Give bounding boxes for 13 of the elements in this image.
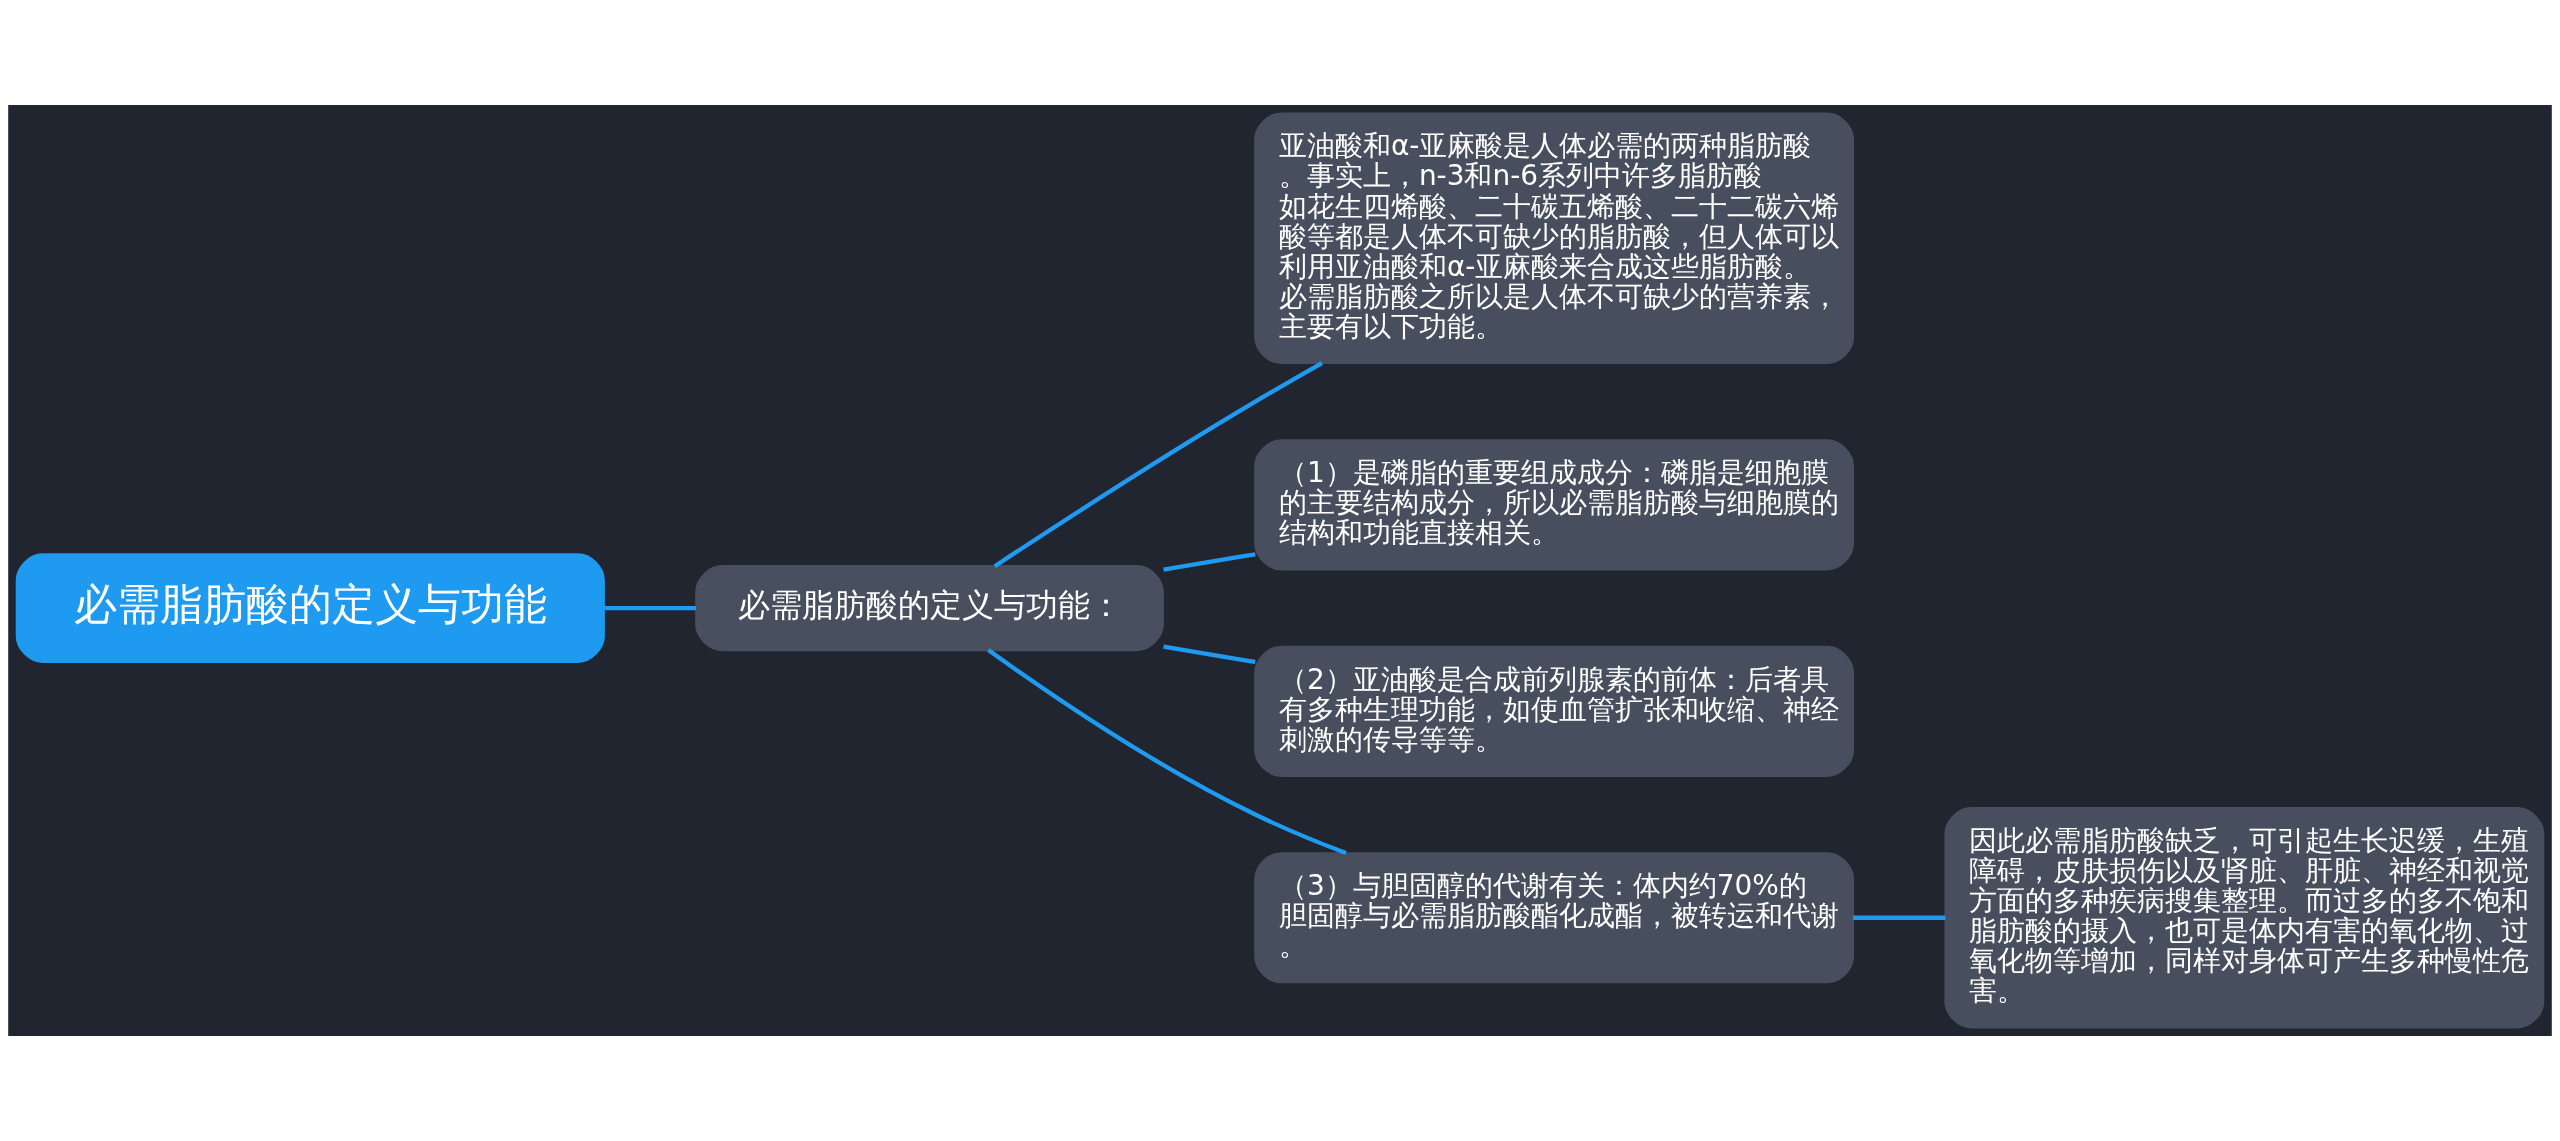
node-box: 必需脂肪酸的定义与功能 bbox=[15, 553, 605, 663]
connector bbox=[1163, 552, 1256, 572]
node-box: （2）亚油酸是合成前列腺素的前体：后者具有多种生理功能，如使血管扩张和收缩、神经刺激的传导等等。 bbox=[1254, 645, 1855, 777]
connector bbox=[604, 606, 697, 611]
connector bbox=[987, 648, 1347, 856]
node-box: 亚油酸和α-亚麻酸是人体必需的两种脂肪酸。事实上，n-3和n-6系列中许多脂肪酸如花生四烯酸、二十碳五烯酸、二十二碳六烯酸等都是人体不可缺少的脂肪酸，但人体可以利用亚油酸和α-亚麻酸来合成这些脂肪酸。必需脂肪酸之所以是人体不可缺少的营养素，主要有以下功能。 bbox=[1254, 112, 1855, 365]
node-box: 因此必需脂肪酸缺乏，可引起生长迟缓，生殖障碍，皮肤损伤以及肾脏、肝脏、神经和视觉方面的多种疾病搜集整理。而过多的多不饱和脂肪酸的摄入，也可是体内有害的氧化物、过氧化物等增加，同样对身体可产生多种慢性危害。 bbox=[1944, 807, 2545, 1029]
node-box: （3）与胆固醇的代谢有关：体内约70%的胆固醇与必需脂肪酸酯化成酯，被转运和代谢。 bbox=[1254, 852, 1855, 984]
connector bbox=[1853, 915, 1946, 920]
connector bbox=[993, 361, 1323, 568]
connector bbox=[1163, 644, 1256, 665]
node-box: 必需脂肪酸的定义与功能： bbox=[695, 565, 1164, 652]
node-box: （1）是磷脂的重要组成成分：磷脂是细胞膜的主要结构成分，所以必需脂肪酸与细胞膜的结构和功能直接相关。 bbox=[1254, 439, 1855, 571]
